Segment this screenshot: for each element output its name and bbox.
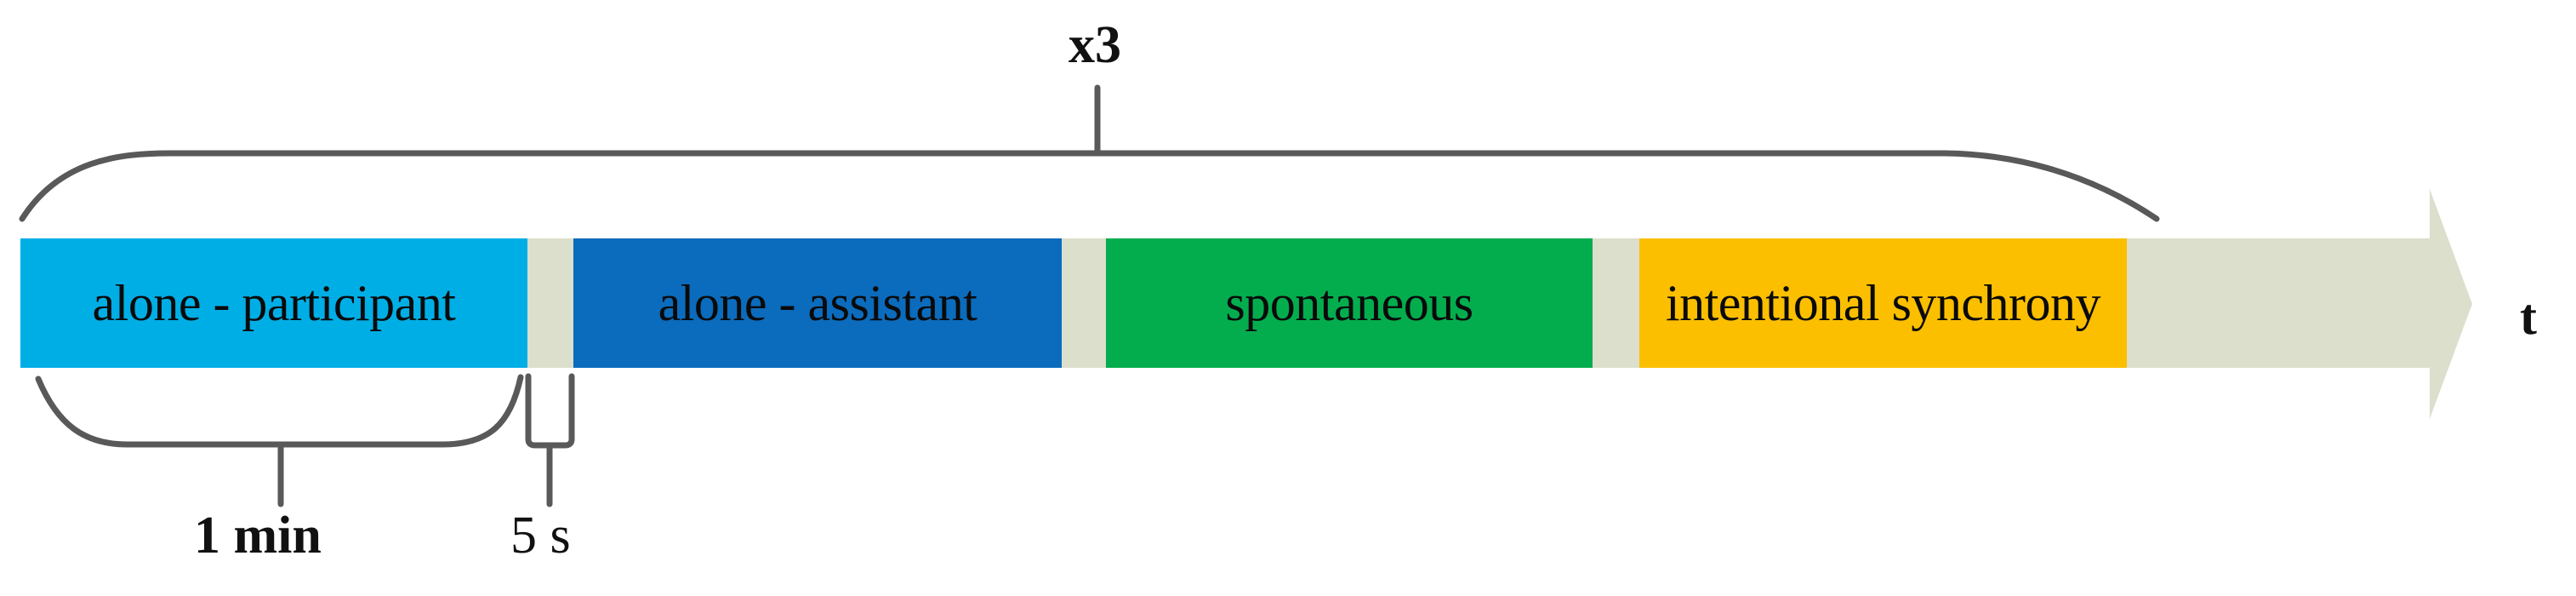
top-brace xyxy=(19,150,2160,222)
phase-label: alone - participant xyxy=(92,275,456,331)
time-axis-label: t xyxy=(2520,289,2537,345)
phase-label: alone - assistant xyxy=(658,275,977,331)
phase-label: intentional synchrony xyxy=(1665,275,2101,331)
gap-duration-label: 5 s xyxy=(510,507,571,564)
phase-block-alone-assistant[interactable]: alone - assistant xyxy=(573,238,1062,368)
block-duration-label: 1 min xyxy=(194,507,322,564)
phase-block-alone-participant[interactable]: alone - participant xyxy=(20,238,527,368)
phase-block-spontaneous[interactable]: spontaneous xyxy=(1106,238,1593,368)
phase-block-intentional-synchrony[interactable]: intentional synchrony xyxy=(1639,238,2127,368)
repeat-count-label: x3 xyxy=(1069,16,1121,74)
phase-label: spontaneous xyxy=(1225,275,1473,331)
bottom-brace-5s xyxy=(525,373,575,449)
bottom-brace-1min xyxy=(35,374,524,448)
